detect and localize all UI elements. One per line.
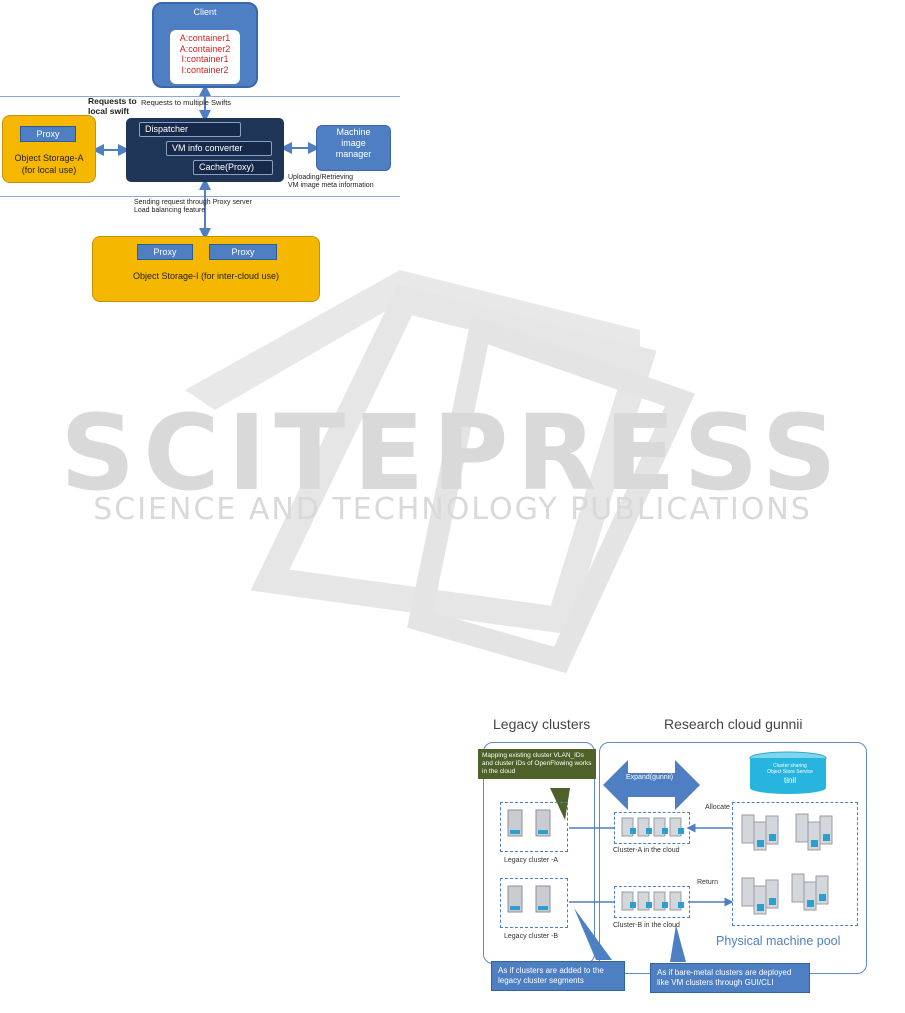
server-icon [507, 885, 551, 913]
container-list: A:container1 A:container2 I:container1 I… [170, 30, 240, 84]
allocate-label: Allocate [705, 804, 730, 811]
container-item: A:container1 [179, 33, 231, 43]
research-cloud-title: Research cloud gunnii [664, 716, 803, 732]
note-line: VM image meta information [288, 182, 374, 190]
bare-metal-callout: As if bare-metal clusters are deployed l… [650, 963, 810, 993]
mim-line: manager [335, 149, 372, 159]
note-line: Uploading/Retrieving [288, 174, 353, 181]
mapping-callout: Mapping existing cluster VLAN_IDs and cl… [478, 749, 596, 779]
object-storage-i-label: Object Storage-I (for inter-cloud use) [132, 271, 280, 281]
cache-proxy-box: Cache(Proxy) [193, 160, 273, 175]
legacy-cluster-a-label: Legacy cluster -A [504, 857, 559, 864]
cloud-cluster-a-box [614, 812, 690, 844]
cloud-cluster-a-label: Cluster-A in the cloud [613, 847, 680, 854]
server-icon [621, 817, 684, 837]
physical-pool-box [732, 802, 858, 926]
machine-image-manager: Machine image manager [316, 125, 391, 171]
cloud-cluster-b-box [614, 886, 690, 918]
legacy-cluster-a-box [500, 802, 568, 852]
note-line: Sending request through Proxy server [134, 199, 252, 206]
mim-line: Machine [336, 127, 371, 137]
proxy-box: Proxy [209, 244, 277, 260]
return-label: Return [697, 879, 719, 886]
storage-line: Object Store Service [767, 769, 813, 775]
expand-arrow-icon [603, 760, 700, 810]
legacy-cluster-b-label: Legacy cluster -B [504, 933, 559, 940]
figure-2-graphics [507, 751, 833, 962]
proxy-box: Proxy [20, 126, 76, 142]
client-title: Client [193, 7, 217, 17]
vm-info-converter-box: VM info converter [166, 141, 272, 156]
cloud-cluster-b-label: Cluster-B in the cloud [613, 922, 680, 929]
sending-note: Sending request through Proxy server Loa… [134, 199, 252, 215]
storage-cylinder-label: Cluster sharing Object Store Service tin… [752, 763, 828, 787]
proxy-box: Proxy [137, 244, 193, 260]
legacy-callout: As if clusters are added to the legacy c… [491, 961, 625, 991]
client-box: Client A:container1 A:container2 I:conta… [152, 2, 258, 88]
legacy-cluster-b-box [500, 878, 568, 928]
watermark-tagline: SCIENCE AND TECHNOLOGY PUBLICATIONS [93, 492, 812, 527]
server-icon [507, 809, 551, 837]
expand-label: Expand(gunnii) [626, 774, 674, 781]
dispatcher-box: Dispatcher [139, 122, 241, 137]
broker-server: Dispatcher VM info converter Cache(Proxy… [126, 118, 284, 182]
storage-line: tinil [783, 776, 796, 785]
watermark-brand: SCITEPRESS [60, 392, 845, 514]
object-storage-a: Proxy Object Storage-A (for local use) [2, 115, 96, 183]
object-storage-a-label: Object Storage-A [14, 153, 84, 163]
physical-pool-label: Physical machine pool [716, 934, 841, 948]
server-icon [621, 891, 684, 911]
object-storage-i: Proxy Proxy Object Storage-I (for inter-… [92, 236, 320, 302]
container-item: A:container2 [179, 43, 231, 54]
arrows-figure-1 [92, 84, 320, 240]
requests-local-swift-label: Requests to local swift [88, 96, 137, 116]
legacy-clusters-title: Legacy clusters [493, 716, 591, 732]
uploading-note: Uploading/Retrieving VM image meta infor… [288, 174, 374, 190]
container-item: I:container2 [181, 64, 229, 75]
object-storage-a-sublabel: (for local use) [21, 165, 77, 175]
note-line: Load balancing feature [134, 207, 206, 215]
mim-line: image [341, 138, 366, 148]
container-item: I:container1 [181, 54, 229, 64]
storage-line: Cluster sharing [773, 763, 807, 769]
requests-multiple-label: Requests to multiple Swifts [141, 98, 232, 107]
